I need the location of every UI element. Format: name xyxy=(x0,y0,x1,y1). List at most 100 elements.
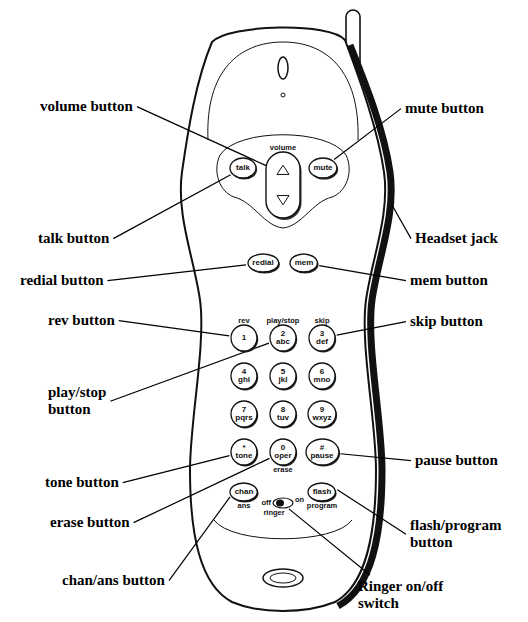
mute-button: mute xyxy=(309,158,337,178)
button-face xyxy=(270,439,296,465)
button-face xyxy=(309,158,337,178)
callout-label: pause button xyxy=(415,452,498,469)
callout-label: talk button xyxy=(38,230,109,247)
button-face xyxy=(231,325,257,351)
chan-button: chanans xyxy=(230,483,257,501)
flash-button: flashprogram xyxy=(308,483,335,501)
button-face xyxy=(306,439,339,465)
button-caption: erase xyxy=(273,466,293,474)
leader-line xyxy=(392,205,411,239)
key-button: 4 ghi xyxy=(231,363,257,389)
up-arrow-symbol xyxy=(277,165,289,174)
switch-slider xyxy=(276,500,284,507)
callout-label: erase button xyxy=(50,514,130,531)
button-caption: rev xyxy=(238,317,249,325)
leader-line xyxy=(119,321,229,336)
button-label: chan xyxy=(235,488,254,496)
leader-line xyxy=(169,497,230,581)
key-button: 0 opererase xyxy=(270,439,296,465)
button-face xyxy=(231,439,257,465)
callout-label: mute button xyxy=(405,100,484,117)
redial-button: redial xyxy=(248,254,279,272)
callout-label: play/stop button xyxy=(48,384,106,419)
button-face xyxy=(270,401,296,427)
down-arrow-symbol xyxy=(277,196,289,205)
button-caption: volume xyxy=(270,144,296,152)
button-face xyxy=(230,483,257,501)
leader-line xyxy=(108,265,246,281)
talk-button: talk xyxy=(230,158,256,178)
microphone xyxy=(263,569,303,587)
mem-button: mem xyxy=(290,254,317,272)
button-outline xyxy=(266,152,300,218)
button-cradle xyxy=(217,135,349,228)
key-button: 7 pqrs xyxy=(231,401,257,427)
button-label: 8 tuv xyxy=(277,406,289,422)
key-button: * tone xyxy=(231,439,257,465)
earpiece xyxy=(278,57,288,79)
button-face xyxy=(308,483,335,501)
button-face xyxy=(309,325,335,351)
button-face xyxy=(266,152,300,218)
button-label: 0 oper xyxy=(274,444,291,460)
button-label: mute xyxy=(313,164,332,172)
button-face xyxy=(231,363,257,389)
handset-body xyxy=(181,27,385,611)
button-label: 2 abc xyxy=(276,330,290,346)
button-label: 1 xyxy=(242,334,246,342)
button-label: mem xyxy=(295,259,314,267)
callout-label: tone button xyxy=(45,474,119,491)
button-label: 4 ghi xyxy=(238,368,250,384)
earpiece-panel xyxy=(208,42,358,140)
indicator-light xyxy=(281,93,285,97)
leader-line xyxy=(334,109,401,160)
leader-line xyxy=(337,322,406,336)
button-caption: ringer xyxy=(263,509,284,517)
button-label: flash xyxy=(313,488,332,496)
leader-line xyxy=(137,107,267,166)
leader-line xyxy=(319,266,406,281)
key-button: 9 wxyz xyxy=(308,401,336,427)
leader-line xyxy=(123,456,230,483)
volume-button: volume xyxy=(266,152,300,218)
ringer-switch: offringeron xyxy=(273,498,293,508)
button-face xyxy=(309,363,335,389)
button-face xyxy=(308,401,336,427)
button-label: * tone xyxy=(236,444,253,460)
callout-label: mem button xyxy=(410,272,488,289)
switch-slot xyxy=(273,498,293,508)
button-caption: ans xyxy=(238,502,251,510)
button-face xyxy=(290,254,317,272)
button-face xyxy=(270,325,296,351)
key-button: 6 mno xyxy=(309,363,335,389)
button-label: redial xyxy=(252,259,273,267)
button-caption: off xyxy=(261,499,271,507)
leader-line xyxy=(337,490,406,535)
callout-label: redial button xyxy=(20,272,104,289)
button-face xyxy=(230,158,256,178)
keypad-edge xyxy=(214,520,352,539)
key-button: 8 tuv xyxy=(270,401,296,427)
button-label: 9 wxyz xyxy=(312,406,331,422)
callout-label: skip button xyxy=(410,313,483,330)
leader-line xyxy=(134,458,270,522)
callout-label: flash/program button xyxy=(410,517,501,552)
callout-label: Ringer on/off switch xyxy=(358,578,466,613)
button-label: 5 jkl xyxy=(279,368,288,384)
leader-line xyxy=(289,509,370,575)
key-button: skip3 def xyxy=(309,325,335,351)
button-label: talk xyxy=(236,164,250,172)
button-caption: play/stop xyxy=(267,317,300,325)
button-label: 7 pqrs xyxy=(235,406,252,422)
button-label: # pause xyxy=(310,444,333,460)
microphone-inner xyxy=(270,573,296,583)
leader-line xyxy=(340,454,411,461)
button-caption: program xyxy=(307,502,337,510)
button-face xyxy=(270,363,296,389)
button-caption: on xyxy=(295,496,304,504)
key-button: rev1 xyxy=(231,325,257,351)
callout-label: volume button xyxy=(40,98,133,115)
key-button: play/stop2 abc xyxy=(270,325,296,351)
button-label: 3 def xyxy=(316,330,328,346)
